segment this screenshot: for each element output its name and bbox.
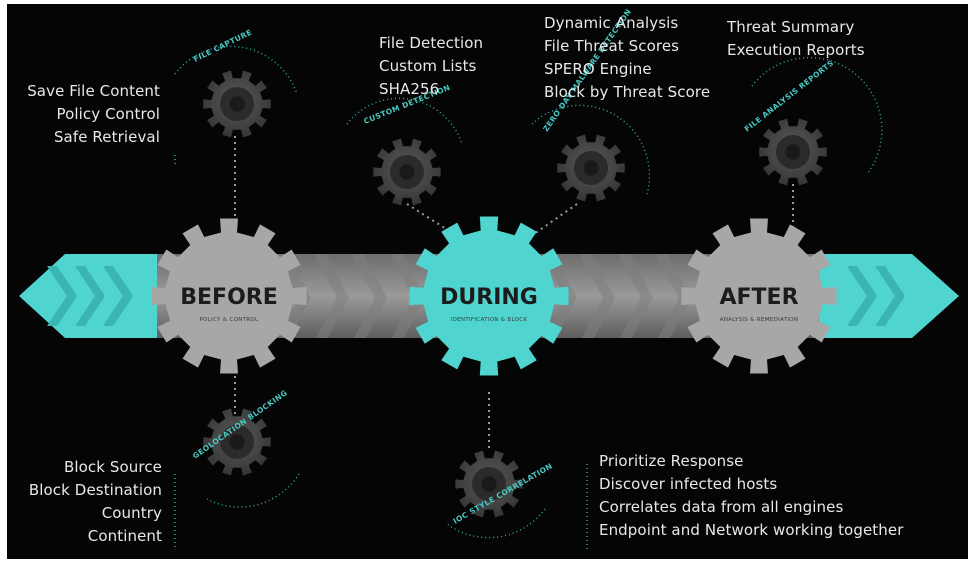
list-item: Prioritize Response bbox=[599, 452, 744, 470]
file-capture-list: Save File Content Policy Control Safe Re… bbox=[27, 80, 160, 149]
after-subtitle: ANALYSIS & REMEDIATION bbox=[720, 317, 798, 323]
list-item: Execution Reports bbox=[727, 41, 865, 59]
file-capture-gear-axle bbox=[229, 96, 245, 112]
file-capture-label: FILE CAPTURE bbox=[192, 28, 254, 64]
during-subtitle: IDENTIFICATION & BLOCK bbox=[451, 317, 528, 323]
during-title: DURING bbox=[440, 285, 538, 310]
list-item: File Threat Scores bbox=[544, 37, 680, 55]
file-analysis-list: Threat Summary Execution Reports bbox=[727, 16, 865, 62]
list-item: Discover infected hosts bbox=[599, 475, 778, 493]
list-item: Save File Content bbox=[27, 82, 160, 100]
geolocation-list: Block Source Block Destination Country C… bbox=[29, 456, 162, 548]
list-item: Block by Threat Score bbox=[544, 83, 711, 101]
file-analysis-label: FILE ANALYSIS REPORTS bbox=[743, 58, 836, 133]
right-arrow bbox=[819, 254, 959, 338]
before-title: BEFORE bbox=[180, 285, 278, 310]
list-item: SPERO Engine bbox=[544, 60, 652, 78]
list-item: Block Source bbox=[63, 458, 162, 476]
custom-detection-gear-axle bbox=[399, 164, 415, 180]
arc-rings bbox=[174, 45, 883, 549]
list-item: Endpoint and Network working together bbox=[599, 521, 904, 539]
left-arrow bbox=[19, 254, 157, 338]
list-item: Policy Control bbox=[56, 105, 160, 123]
diagram-artwork: BEFORE POLICY & CONTROL DURING IDENTIFIC… bbox=[19, 7, 959, 549]
list-item: SHA256 bbox=[379, 80, 440, 98]
during-gear bbox=[409, 216, 569, 376]
ioc-gear-axle bbox=[481, 476, 497, 492]
list-item: Custom Lists bbox=[379, 57, 477, 75]
ioc-list: Prioritize Response Discover infected ho… bbox=[599, 450, 903, 542]
list-item: Dynamic Analysis bbox=[544, 14, 679, 32]
custom-detection-list: File Detection Custom Lists SHA256 bbox=[379, 32, 483, 101]
before-subtitle: POLICY & CONTROL bbox=[200, 317, 260, 323]
list-item: Continent bbox=[87, 527, 162, 545]
list-item: Safe Retrieval bbox=[53, 128, 160, 146]
geolocation-gear-axle bbox=[229, 434, 245, 450]
before-gear bbox=[151, 218, 307, 374]
list-item: Correlates data from all engines bbox=[599, 498, 844, 516]
after-title: AFTER bbox=[719, 285, 798, 310]
list-item: Country bbox=[101, 504, 162, 522]
list-item: File Detection bbox=[379, 34, 484, 52]
list-item: Block Destination bbox=[28, 481, 162, 499]
zero-day-list: Dynamic Analysis File Threat Scores SPER… bbox=[544, 12, 710, 104]
list-item: Threat Summary bbox=[727, 18, 855, 36]
file-analysis-gear-axle bbox=[785, 144, 801, 160]
after-gear bbox=[681, 218, 837, 374]
security-lifecycle-diagram: BEFORE POLICY & CONTROL DURING IDENTIFIC… bbox=[7, 4, 968, 559]
zero-day-gear-axle bbox=[583, 160, 599, 176]
